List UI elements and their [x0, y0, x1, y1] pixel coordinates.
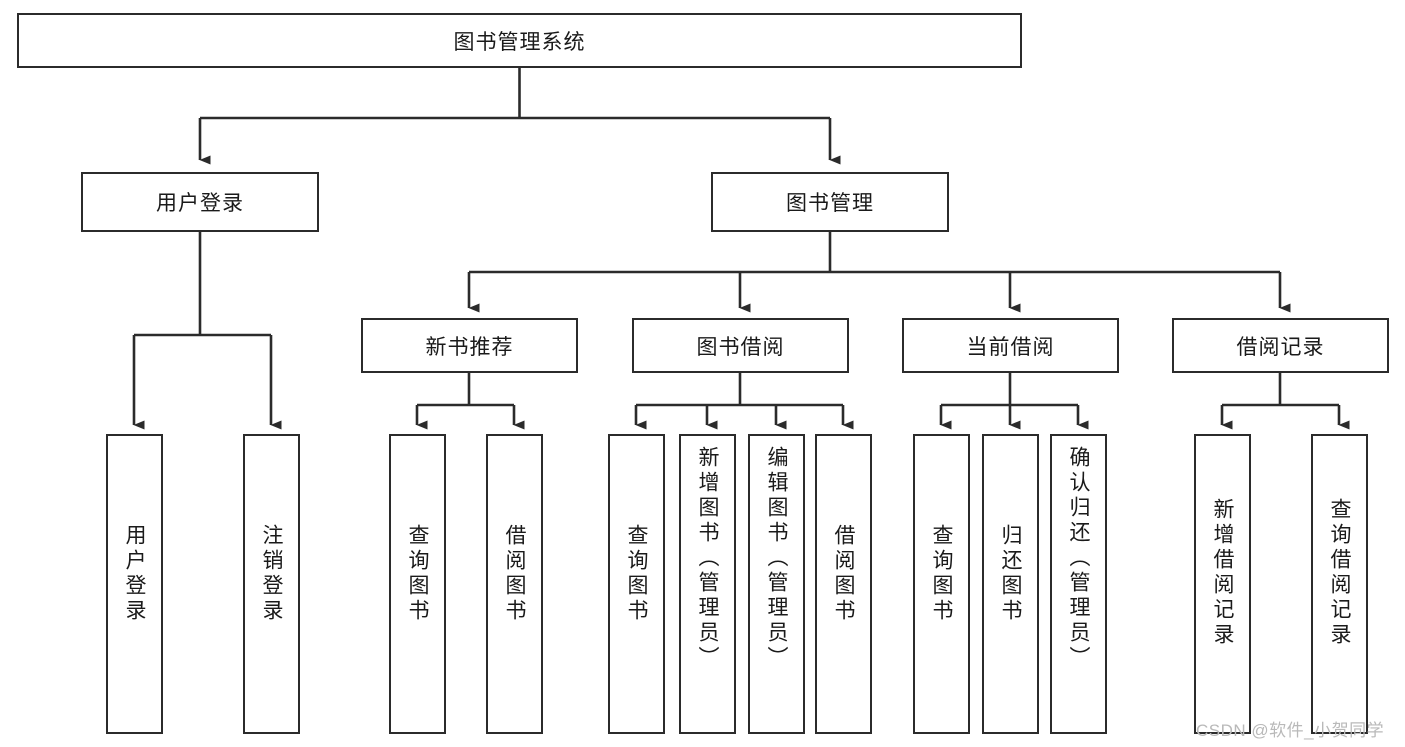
- node-label: 查询借阅记录: [1328, 498, 1351, 648]
- node-label: 确认归还（管理员）: [1067, 446, 1090, 671]
- node-label: 用户登录: [156, 192, 244, 215]
- node-label: 借阅图书: [503, 524, 526, 624]
- node-user-login[interactable]: 用户登录: [81, 172, 319, 232]
- node-label: 新增图书（管理员）: [696, 446, 719, 671]
- leaf-edit-book-admin[interactable]: 编辑图书（管理员）: [748, 434, 805, 734]
- node-book-borrow[interactable]: 图书借阅: [632, 318, 849, 373]
- node-label: 编辑图书（管理员）: [765, 446, 788, 671]
- leaf-borrow-book-recommend[interactable]: 借阅图书: [486, 434, 543, 734]
- leaf-query-borrow-record[interactable]: 查询借阅记录: [1311, 434, 1368, 734]
- leaf-return-book[interactable]: 归还图书: [982, 434, 1039, 734]
- leaf-add-borrow-record[interactable]: 新增借阅记录: [1194, 434, 1251, 734]
- node-label: 查询图书: [406, 524, 429, 624]
- leaf-logout[interactable]: 注销登录: [243, 434, 300, 734]
- leaf-query-book-recommend[interactable]: 查询图书: [389, 434, 446, 734]
- node-label: 新书推荐: [425, 335, 514, 359]
- leaf-query-book-current[interactable]: 查询图书: [913, 434, 970, 734]
- node-label: 查询图书: [930, 524, 953, 624]
- node-label: 图书管理: [786, 192, 874, 215]
- node-label: 用户登录: [123, 524, 146, 624]
- leaf-borrow-book[interactable]: 借阅图书: [815, 434, 872, 734]
- csdn-watermark: CSDN @软件_小贺同学: [1196, 721, 1385, 740]
- leaf-add-book-admin[interactable]: 新增图书（管理员）: [679, 434, 736, 734]
- node-root-system[interactable]: 图书管理系统: [17, 13, 1022, 68]
- node-label: 注销登录: [260, 524, 283, 624]
- node-label: 图书管理系统: [453, 30, 586, 54]
- node-label: 归还图书: [999, 524, 1022, 624]
- leaf-user-login[interactable]: 用户登录: [106, 434, 163, 734]
- node-label: 图书借阅: [696, 335, 785, 359]
- node-label: 新增借阅记录: [1211, 498, 1234, 648]
- node-new-book-recommend[interactable]: 新书推荐: [361, 318, 578, 373]
- leaf-confirm-return-admin[interactable]: 确认归还（管理员）: [1050, 434, 1107, 734]
- node-label: 借阅图书: [832, 524, 855, 624]
- node-book-management[interactable]: 图书管理: [711, 172, 949, 232]
- node-current-borrow[interactable]: 当前借阅: [902, 318, 1119, 373]
- node-label: 当前借阅: [966, 335, 1055, 359]
- node-label: 查询图书: [625, 524, 648, 624]
- node-label: 借阅记录: [1236, 335, 1325, 359]
- leaf-query-book-borrow[interactable]: 查询图书: [608, 434, 665, 734]
- node-borrow-records[interactable]: 借阅记录: [1172, 318, 1389, 373]
